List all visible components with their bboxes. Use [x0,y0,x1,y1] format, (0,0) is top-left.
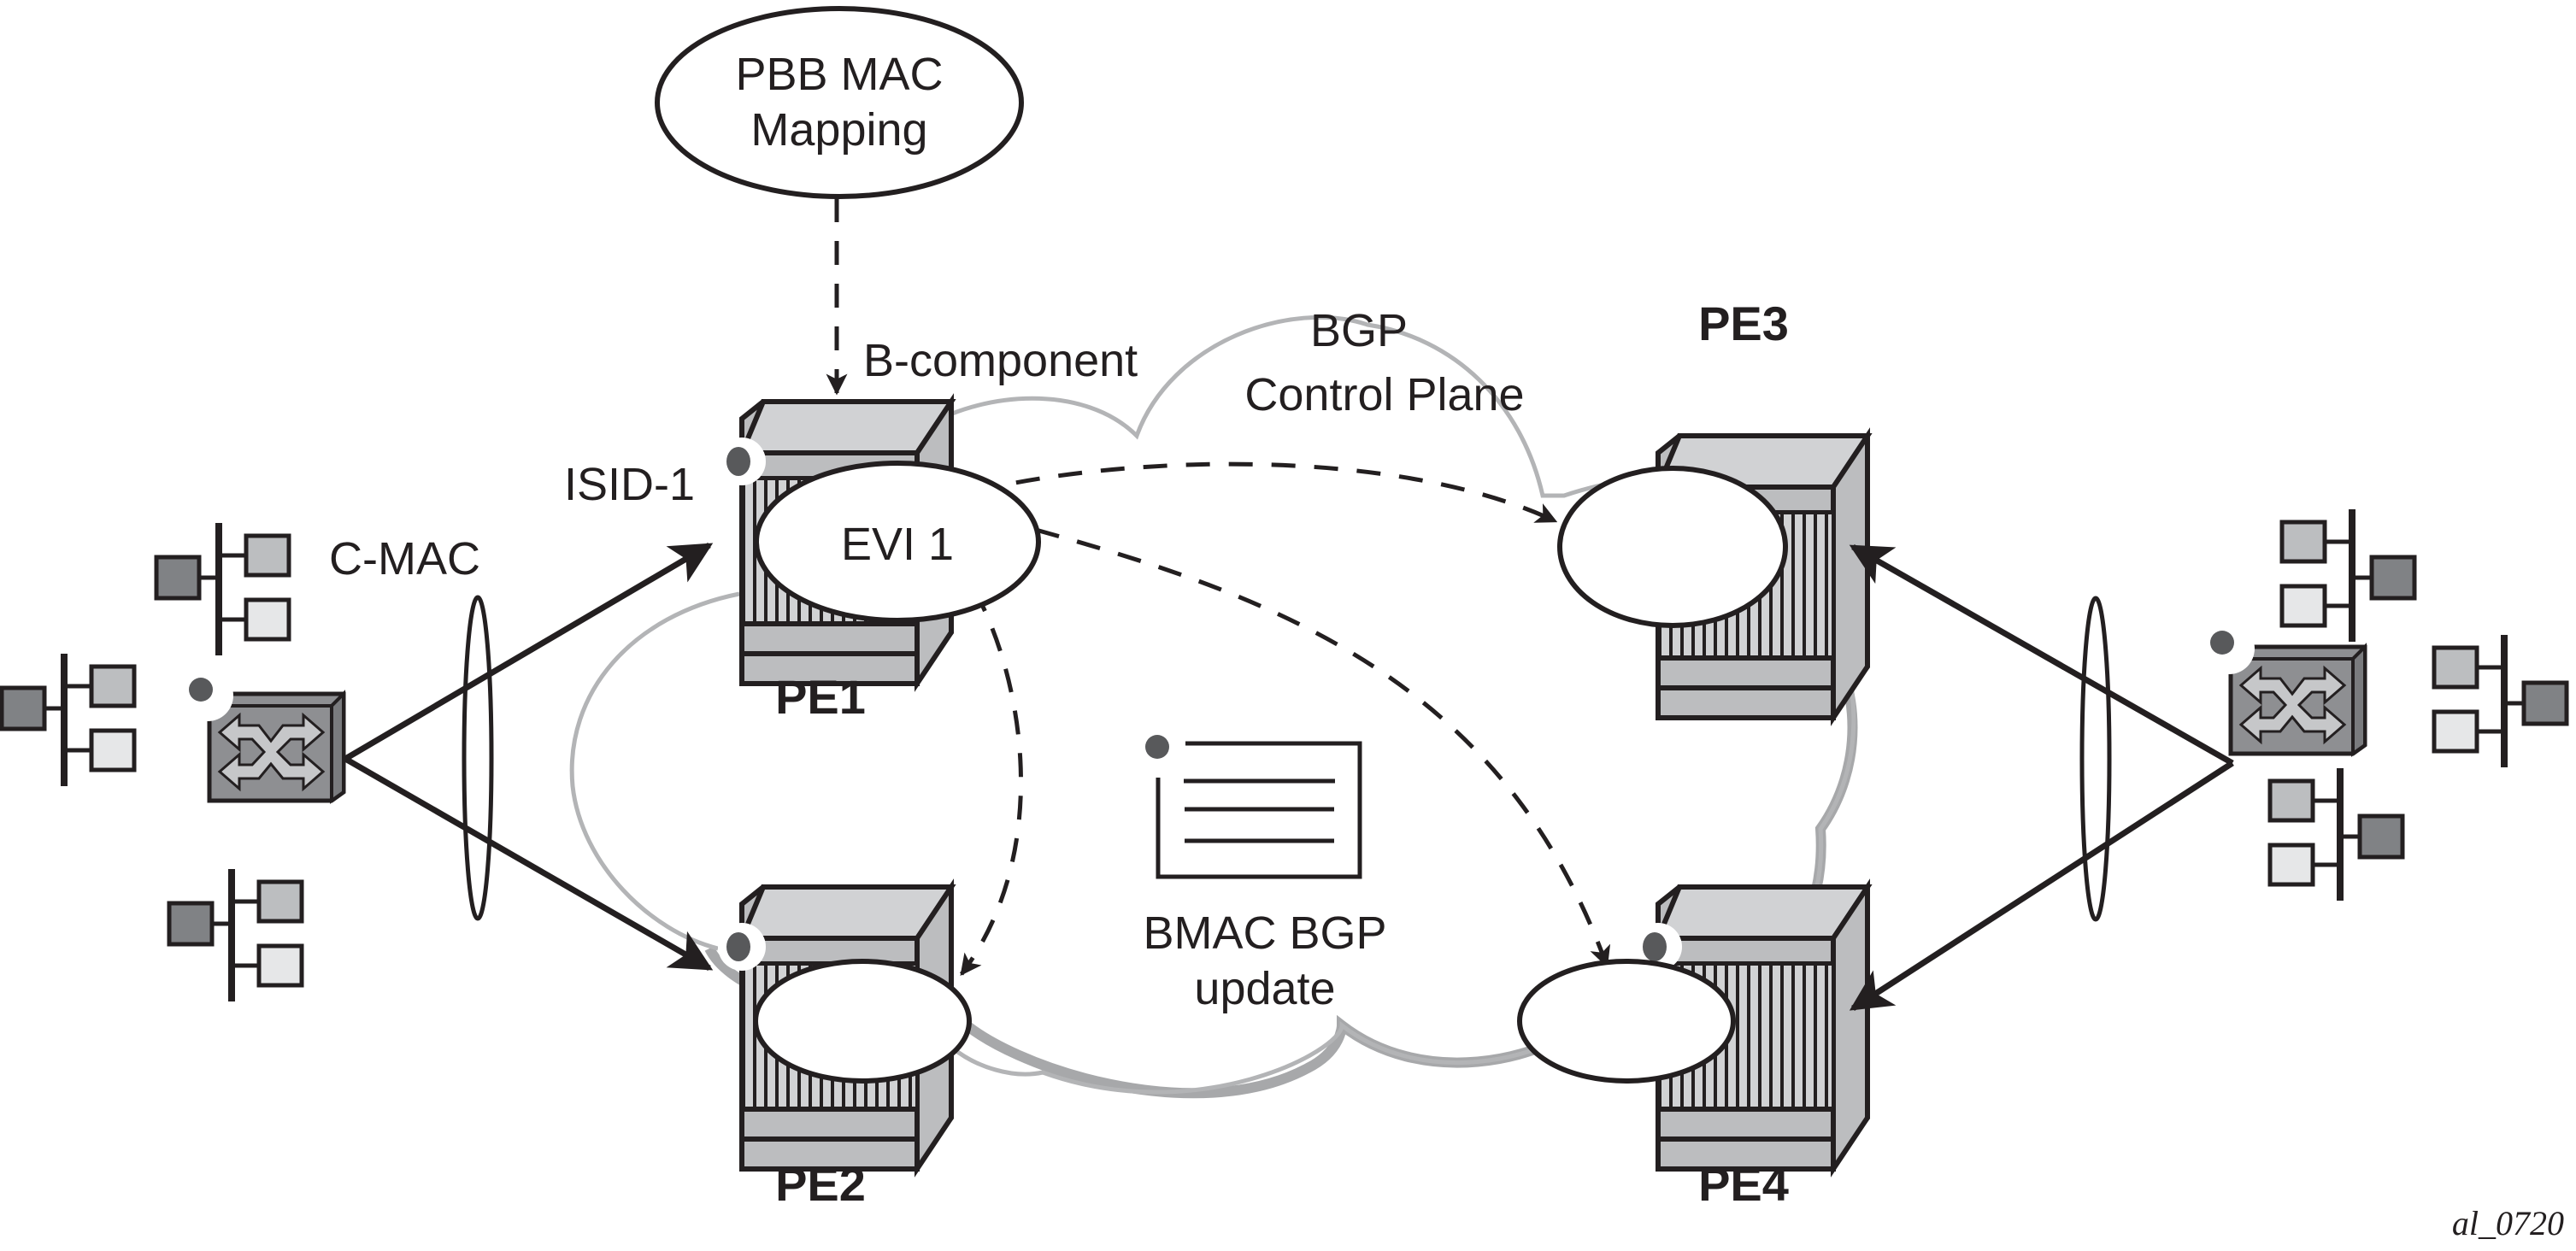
pbb-mac-mapping-node: PBB MAC Mapping [655,6,1024,199]
pe4-evi-instance [1517,959,1736,1084]
right-lan-top [2282,509,2414,642]
left-ce-to-pe2-link [344,755,714,972]
figure-id-label: al_0720 [2452,1204,2564,1242]
evi1-instance: EVI 1 [754,461,1041,623]
left-ce-to-pe1-link [344,542,714,762]
c-mac-label: C-MAC [329,533,480,584]
pe1-label: PE1 [775,670,866,724]
bmac-update-label-line1: BMAC BGP [1143,907,1386,959]
evi1-label: EVI 1 [841,519,954,570]
bgp-label-line1: BGP [1310,305,1408,356]
bmac-update-label-line2: update [1194,963,1335,1014]
bmac-update-document-icon [1145,735,1362,879]
pe3-evi-instance [1557,466,1788,628]
right-ce-to-pe3-link [1849,543,2234,766]
pe2-evi-instance [753,959,972,1084]
right-lan-bottom [2270,768,2403,901]
b-component-label: B-component [863,335,1138,386]
right-ce-to-pe4-link [1849,761,2234,1011]
evi1-to-pe4-arrow [1035,527,1611,968]
right-ce-switch [2203,623,2365,754]
pe3-label: PE3 [1698,297,1789,350]
evi1-to-pe2-arrow [959,588,1024,977]
left-lan-middle [2,654,134,786]
evi1-to-pe3-arrow [973,461,1558,524]
left-lag-ellipse [462,595,494,921]
pe2-label: PE2 [775,1157,866,1211]
left-lan-top [156,523,289,655]
pbb-mac-label-line1: PBB MAC [735,49,943,100]
pbb-mac-label-line2: Mapping [750,104,927,156]
left-ce-switch [182,670,344,801]
bgp-label-line2: Control Plane [1244,369,1524,420]
right-lag-ellipse [2079,596,2112,922]
cloud-outline [569,315,1856,1095]
pe4-label: PE4 [1698,1157,1789,1211]
isid-label: ISID-1 [564,459,695,510]
right-lan-middle [2434,635,2567,767]
left-lan-bottom [169,869,302,1001]
